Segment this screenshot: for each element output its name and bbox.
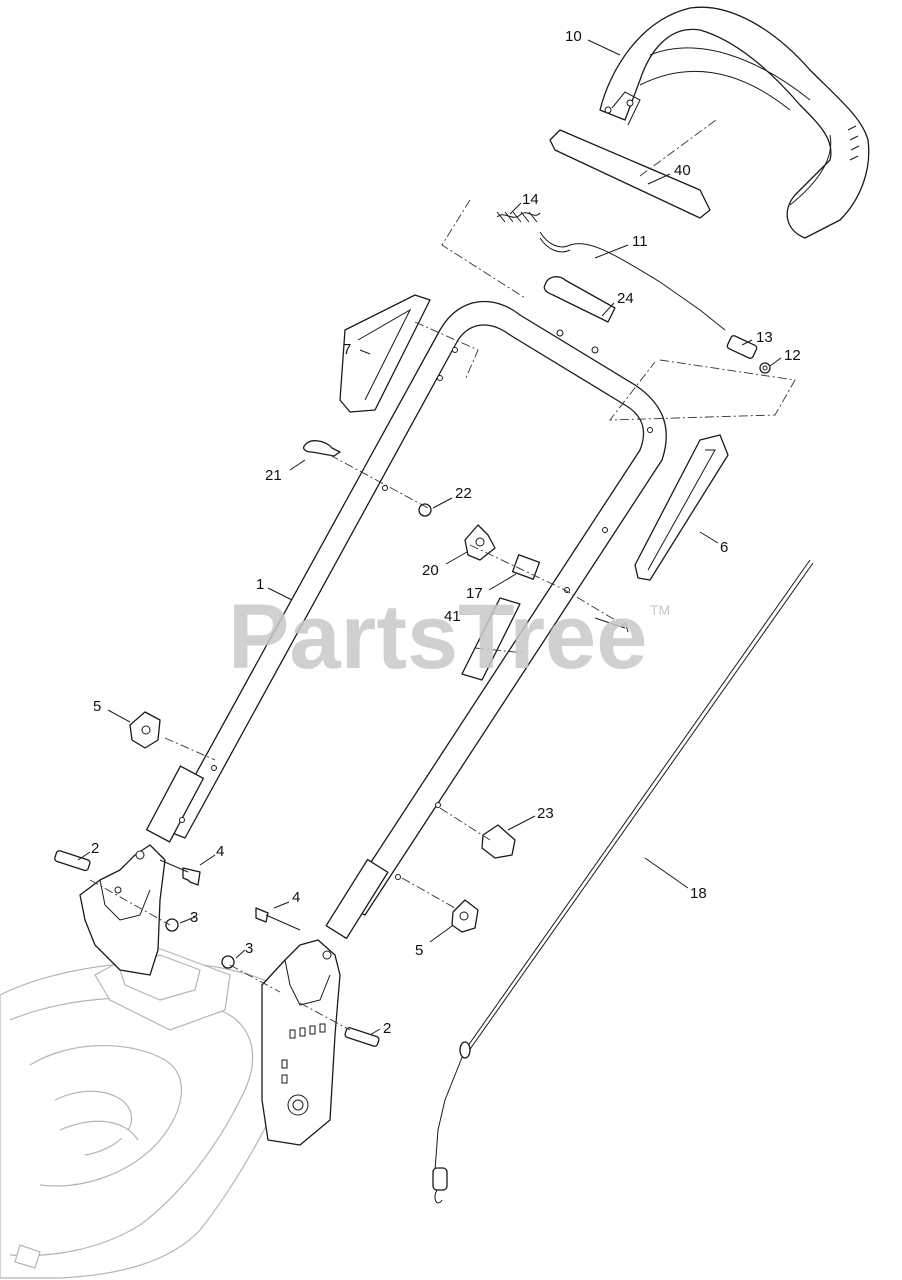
- handle-frame: [145, 300, 667, 940]
- callout-13: 13: [756, 329, 773, 346]
- callout-4-right: 4: [292, 889, 300, 906]
- bail-bar: [549, 129, 711, 219]
- callout-10: 10: [565, 28, 582, 45]
- callout-labels: 10 40 14 11 24 7 13 12 21 22 6 20 17 1 4…: [91, 28, 801, 1037]
- callout-12: 12: [784, 347, 801, 364]
- pin-2-right: [344, 1027, 380, 1047]
- callout-7: 7: [343, 341, 351, 358]
- callout-4-left: 4: [216, 843, 224, 860]
- callout-20: 20: [422, 562, 439, 579]
- height-notches: [281, 1023, 326, 1084]
- cable-guide-left: [339, 294, 431, 413]
- leader-lines: [77, 39, 782, 1036]
- cable-connector: [726, 335, 758, 359]
- upper-handle-grip: [599, 6, 870, 239]
- cable-clip: [511, 554, 541, 580]
- nut-22: [418, 503, 432, 517]
- callout-2-left: 2: [91, 840, 99, 857]
- callout-18: 18: [690, 885, 707, 902]
- nut-3-left: [165, 918, 179, 932]
- spring: [496, 211, 541, 223]
- nut-3-right: [221, 955, 235, 969]
- callout-24: 24: [617, 290, 634, 307]
- bolt-4-right: [255, 907, 269, 923]
- callout-41: 41: [444, 608, 461, 625]
- cable-guide-right: [634, 434, 729, 581]
- cable-tie: [303, 440, 341, 457]
- callout-6: 6: [720, 539, 728, 556]
- callout-23: 23: [537, 805, 554, 822]
- bolt-4-left: [182, 867, 201, 886]
- grip-ridges: [847, 125, 860, 161]
- clip-23: [481, 824, 516, 859]
- control-rod: [539, 231, 726, 331]
- callout-5-right: 5: [415, 942, 423, 959]
- callout-5-left: 5: [93, 698, 101, 715]
- callout-14: 14: [522, 191, 539, 208]
- foam-grip: [543, 276, 616, 323]
- callout-3-left: 3: [190, 909, 198, 926]
- spacer-41: [461, 597, 521, 681]
- watermark-text: PartsTree: [228, 586, 647, 688]
- callout-11: 11: [632, 233, 648, 250]
- callout-3-right: 3: [245, 940, 253, 957]
- left-height-bracket: [79, 844, 166, 976]
- assembly-lines: [89, 119, 796, 1031]
- right-height-bracket: [261, 939, 341, 1146]
- callout-17: 17: [466, 585, 483, 602]
- callout-1: 1: [256, 576, 264, 593]
- watermark-trademark: TM: [650, 602, 670, 618]
- callout-40: 40: [674, 162, 691, 179]
- pin-2-left: [54, 850, 91, 872]
- callout-22: 22: [455, 485, 472, 502]
- callout-2-right: 2: [383, 1020, 391, 1037]
- control-cable: [432, 559, 814, 1204]
- callout-21: 21: [265, 467, 282, 484]
